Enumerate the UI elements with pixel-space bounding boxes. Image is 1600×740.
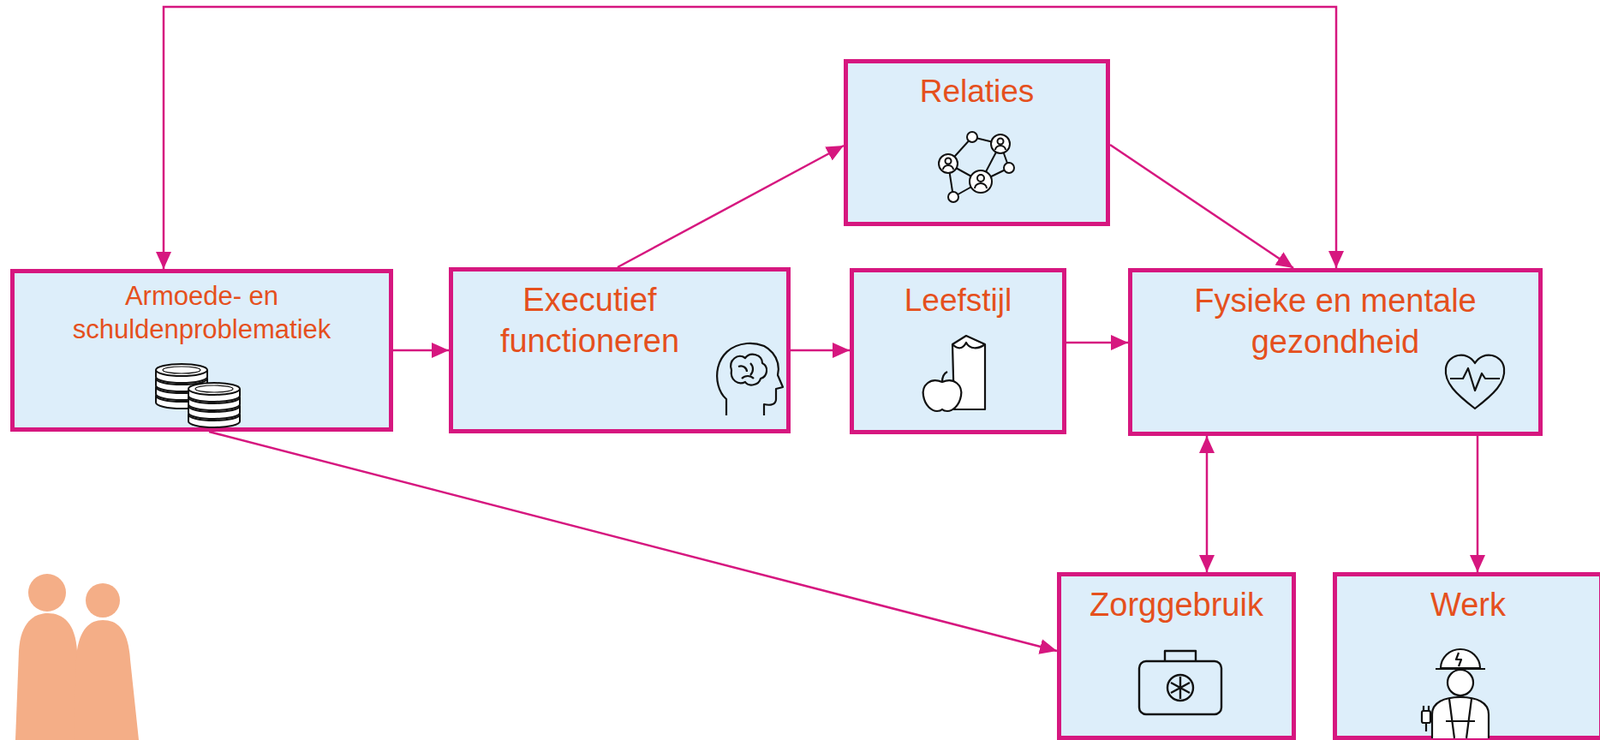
worker-icon-part xyxy=(1456,652,1462,667)
food-icon xyxy=(923,335,986,412)
food-icon-part xyxy=(923,380,962,412)
worker-icon-part xyxy=(1423,705,1429,732)
food-icon-part xyxy=(942,371,948,383)
coins-icon-part xyxy=(188,408,240,428)
network-icon-part xyxy=(948,191,959,203)
network-icon-part xyxy=(977,174,985,182)
medkit-icon-part xyxy=(1167,674,1194,701)
network-icon-part xyxy=(967,131,978,143)
medkit-icon-part xyxy=(1139,661,1222,715)
arrow-connector xyxy=(1476,435,1480,573)
network-icon-part xyxy=(980,143,1001,182)
network-icon-part xyxy=(943,165,954,170)
medkit-icon-part xyxy=(1164,650,1196,662)
arrow-connector xyxy=(790,349,850,353)
people-silhouette-part xyxy=(73,620,139,740)
heart-icon-part xyxy=(1445,355,1505,409)
medkit-icon xyxy=(1139,650,1222,715)
process-box: Armoede- en schuldenproblematiek xyxy=(10,268,394,432)
brain-head-icon-part xyxy=(738,363,754,379)
network-icon-part xyxy=(938,154,958,174)
coins-icon-part xyxy=(155,389,208,409)
heart-icon xyxy=(1445,355,1505,409)
box-label: Zorggebruik xyxy=(1073,585,1280,627)
arrow-connector xyxy=(1205,435,1209,573)
process-box: Relaties xyxy=(843,59,1111,227)
process-box: Executief functioneren xyxy=(448,267,791,434)
worker-icon-part xyxy=(1445,698,1475,739)
people-silhouette xyxy=(15,573,139,740)
network-icon-part xyxy=(953,181,981,198)
network-icon-part xyxy=(997,138,1004,145)
network-icon-part xyxy=(948,137,973,164)
arrow-connector xyxy=(163,6,1337,269)
box-label: Leefstijl xyxy=(865,280,1051,321)
people-silhouette-part xyxy=(15,613,79,740)
box-label: Relaties xyxy=(859,71,1094,112)
coins-icon xyxy=(155,364,240,428)
network-icon-part xyxy=(1003,162,1015,174)
network-icon-part xyxy=(974,183,987,189)
network-icon-part xyxy=(945,158,952,165)
food-icon-part xyxy=(952,342,986,348)
process-box: Leefstijl xyxy=(849,268,1067,435)
network-icon-part xyxy=(1000,143,1009,168)
coins-icon-part xyxy=(188,382,240,402)
arrow-connector xyxy=(1110,144,1294,269)
network-icon-part xyxy=(969,170,992,193)
network-icon-part xyxy=(991,134,1010,154)
medkit-icon-part xyxy=(1170,676,1190,699)
coins-icon-part xyxy=(188,400,240,419)
network-icon xyxy=(938,131,1015,203)
network-icon-part xyxy=(980,167,1009,182)
worker-icon-part xyxy=(1432,697,1489,739)
coins-icon-part xyxy=(155,372,208,392)
brain-head-icon xyxy=(716,343,783,416)
arrow-connector xyxy=(208,431,1057,651)
process-box: Zorggebruik xyxy=(1056,572,1296,740)
process-box: Fysieke en mentale gezondheid xyxy=(1128,268,1543,436)
worker-icon-part xyxy=(1435,668,1486,670)
box-label: Werk xyxy=(1349,585,1588,627)
box-label: Armoede- en schuldenproblematiek xyxy=(26,280,377,347)
brain-head-icon-part xyxy=(730,354,767,386)
arrow-connector xyxy=(617,145,844,268)
worker-icon-part xyxy=(1421,710,1431,723)
worker-icon xyxy=(1421,649,1489,739)
food-icon-part xyxy=(952,335,986,410)
people-silhouette-part xyxy=(28,573,66,612)
network-icon-part xyxy=(972,137,1001,144)
box-label: Executief functioneren xyxy=(470,280,710,362)
network-icon-part xyxy=(948,163,954,198)
process-box: Werk xyxy=(1332,572,1600,740)
worker-icon-part xyxy=(1447,669,1474,696)
network-icon-part xyxy=(948,163,981,182)
coins-icon-part xyxy=(155,381,208,400)
worker-icon-part xyxy=(1440,649,1481,669)
box-label: Fysieke en mentale gezondheid xyxy=(1149,280,1522,363)
network-icon-part xyxy=(995,145,1006,150)
brain-head-icon-part xyxy=(716,343,783,416)
arrow-connector xyxy=(1066,341,1129,345)
coins-icon-part xyxy=(188,391,240,411)
coins-icon-part xyxy=(155,364,208,383)
heart-icon-part xyxy=(1450,368,1500,391)
arrow-connector xyxy=(393,349,449,353)
people-silhouette-part xyxy=(85,583,120,618)
